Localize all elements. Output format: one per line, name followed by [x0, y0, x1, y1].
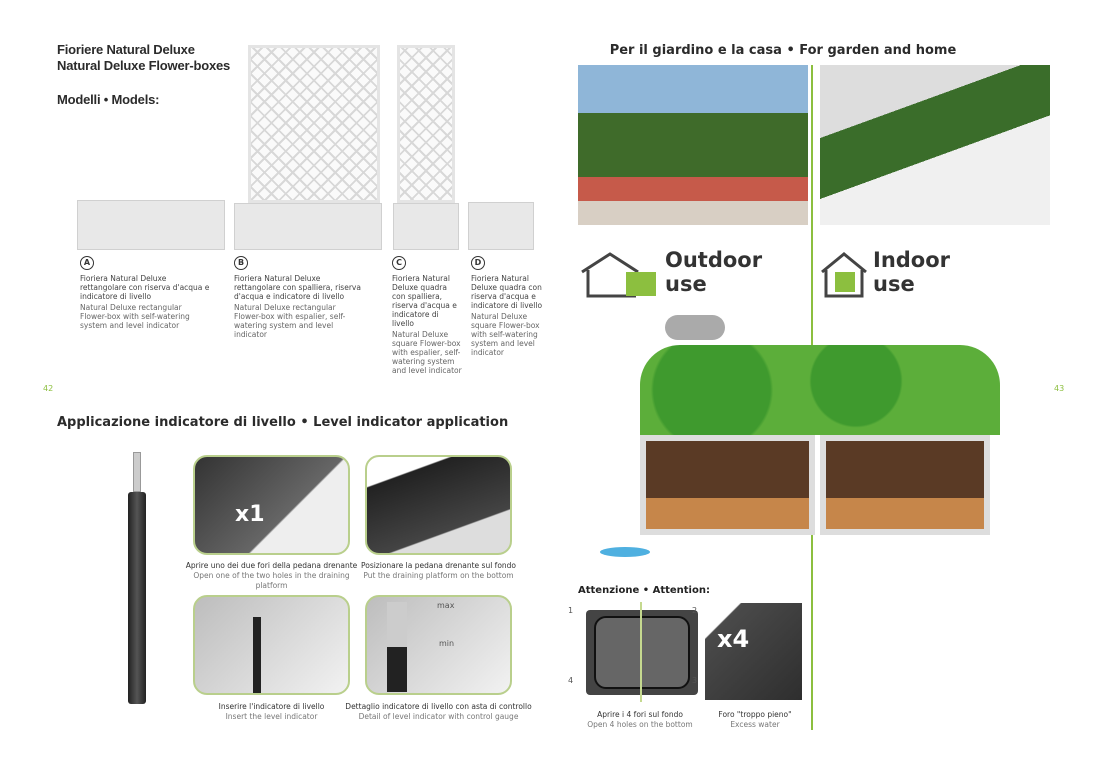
self-watering-illustration — [600, 315, 1000, 560]
step3-photo — [193, 595, 350, 695]
outdoor-use-label: Outdoor use — [665, 248, 763, 296]
cloud-icon — [665, 315, 725, 340]
caption-en: Put the draining platform on the bottom — [363, 571, 514, 580]
holes-caption: Aprire i 4 fori sul fondo Open 4 holes o… — [570, 710, 710, 730]
model-a: A Fioriera Natural Deluxe rettangolare c… — [80, 256, 210, 330]
caption-en: Open one of the two holes in the drainin… — [193, 571, 350, 590]
overflow-hole-image: x4 — [705, 603, 802, 700]
caption-it: Inserire l'indicatore di livello — [218, 702, 325, 711]
model-c: C Fioriera Natural Deluxe quadra con spa… — [392, 256, 462, 375]
right-header: Per il giardino e la casa • For garden a… — [609, 43, 957, 58]
min-label: min — [439, 639, 455, 648]
models-heading: Modelli • Models: — [57, 92, 160, 107]
caption-it: Aprire uno dei due fori della pedana dre… — [185, 561, 358, 570]
model-d: D Fioriera Natural Deluxe quadra con ris… — [471, 256, 543, 357]
house-indoor-icon — [820, 250, 870, 302]
title-it: Fioriere Natural Deluxe — [57, 42, 195, 57]
garden-photo — [578, 65, 808, 225]
max-label: max — [437, 601, 455, 610]
step2-caption: Posizionare la pedana drenante sul fondo… — [355, 561, 522, 581]
step1-photo: x1 — [193, 455, 350, 555]
step1-caption: Aprire uno dei due fori della pedana dre… — [180, 561, 363, 591]
hole-number-3: 3 — [692, 676, 698, 685]
model-en: Natural Deluxe square Flower-box with es… — [392, 330, 462, 375]
caption-en: Open 4 holes on the bottom — [587, 720, 693, 729]
model-it: Fioriera Natural Deluxe rettangolare con… — [80, 274, 210, 301]
caption-en: Excess water — [730, 720, 780, 729]
model-b: B Fioriera Natural Deluxe rettangolare c… — [234, 256, 364, 339]
espalier-b-image — [248, 45, 380, 203]
caption-en: Insert the level indicator — [225, 712, 318, 721]
flowerbox-b-image — [234, 203, 382, 250]
hole-number-2: 2 — [692, 606, 698, 615]
model-it: Fioriera Natural Deluxe quadra con spall… — [392, 274, 457, 328]
model-letter: A — [80, 256, 94, 270]
caption-it: Posizionare la pedana drenante sul fondo — [360, 561, 517, 570]
hole-number-1: 1 — [568, 606, 574, 615]
x1-badge: x1 — [235, 502, 265, 527]
model-en: Natural Deluxe square Flower-box with se… — [471, 312, 540, 357]
step3-caption: Inserire l'indicatore di livello Insert … — [180, 702, 363, 722]
caption-it: Dettaglio indicatore di livello con asta… — [345, 702, 532, 711]
espalier-c-image — [397, 45, 455, 203]
level-indicator-image — [126, 452, 148, 707]
home-photo — [820, 65, 1050, 225]
flowerbox-d-image — [468, 202, 534, 250]
model-en: Natural Deluxe rectangular Flower-box wi… — [234, 303, 346, 339]
step2-photo — [365, 455, 512, 555]
drainage-bottom-image — [586, 602, 698, 702]
indoor-use-label: Indoor use — [873, 248, 951, 296]
flowerbox-c-image — [393, 203, 459, 250]
x4-badge: x4 — [717, 625, 750, 653]
step4-photo: max min — [365, 595, 512, 695]
caption-it: Aprire i 4 fori sul fondo — [597, 710, 683, 719]
hole-number-4: 4 — [568, 676, 574, 685]
model-letter: B — [234, 256, 248, 270]
flowerbox-a-image — [77, 200, 225, 250]
caption-it: Foro "troppo pieno" — [718, 710, 792, 719]
attention-heading: Attenzione • Attention: — [578, 585, 710, 596]
model-it: Fioriera Natural Deluxe rettangolare con… — [234, 274, 361, 301]
step4-caption: Dettaglio indicatore di livello con asta… — [345, 702, 532, 722]
model-letter: C — [392, 256, 406, 270]
page-number-right: 43 — [1054, 384, 1065, 393]
model-en: Natural Deluxe rectangular Flower-box wi… — [80, 303, 190, 330]
model-letter: D — [471, 256, 485, 270]
title-en: Natural Deluxe Flower-boxes — [57, 58, 231, 73]
caption-en: Detail of level indicator with control g… — [358, 712, 519, 721]
model-it: Fioriera Natural Deluxe quadra con riser… — [471, 274, 543, 310]
house-outdoor-icon — [580, 250, 660, 302]
overflow-caption: Foro "troppo pieno" Excess water — [700, 710, 810, 730]
section-title: Applicazione indicatore di livello • Lev… — [57, 415, 509, 430]
page-number-left: 42 — [43, 384, 54, 393]
